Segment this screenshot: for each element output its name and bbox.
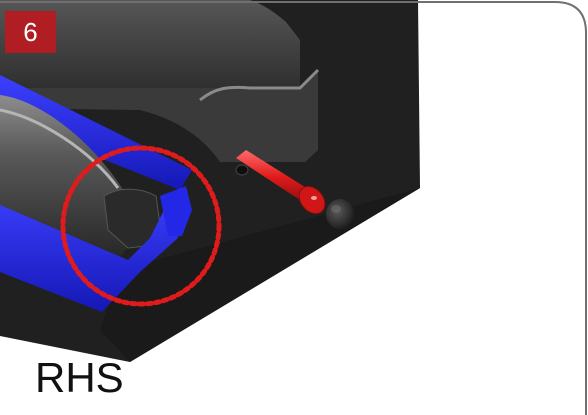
roller-highlight xyxy=(0,108,120,189)
step-number-badge: 6 xyxy=(5,11,56,53)
dotted-highlight-circle xyxy=(60,145,222,307)
grommet-icon xyxy=(326,199,354,229)
housing-upper-ledge xyxy=(0,70,318,162)
screw-icon xyxy=(236,150,326,214)
housing-top-roof xyxy=(0,0,300,88)
roller-end-cap xyxy=(103,188,161,249)
side-label: RHS xyxy=(35,354,124,401)
blue-bracket-tab xyxy=(160,186,192,236)
blue-bracket-upper xyxy=(0,75,192,190)
housing-front-face xyxy=(100,188,420,362)
housing-mount-hole xyxy=(235,164,249,176)
ledge-highlight xyxy=(199,68,320,102)
roller-cylinder xyxy=(0,95,136,260)
blue-bracket-lower xyxy=(0,190,182,312)
